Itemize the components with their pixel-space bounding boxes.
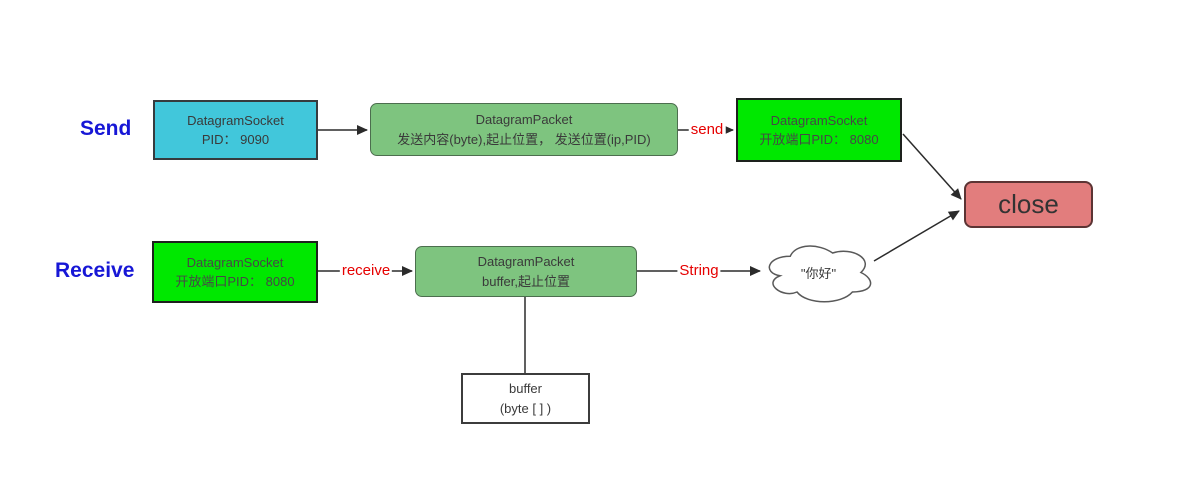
cloud-message-text: "你好"	[800, 266, 837, 281]
receive-row-label: Receive	[55, 259, 135, 282]
edge-label-receive: receive	[339, 261, 393, 280]
node-title: DatagramPacket	[475, 112, 573, 127]
edge-label-send: send	[688, 120, 726, 139]
node-datagramsocket-8080-receive: DatagramSocket 开放端口PID： 8080	[152, 241, 318, 303]
node-datagrampacket-receive: DatagramPacket buffer,起止位置	[415, 246, 637, 297]
node-datagrampacket-send: DatagramPacket 发送内容(byte),起止位置， 发送位置(ip,…	[370, 103, 678, 156]
node-title: buffer	[508, 381, 542, 396]
node-datagramsocket-9090: DatagramSocket PID： 9090	[153, 100, 318, 160]
node-subtitle: 发送内容(byte),起止位置， 发送位置(ip,PID)	[397, 131, 651, 147]
node-subtitle: 开放端口PID： 8080	[175, 274, 295, 289]
cloud-shape	[768, 245, 872, 303]
node-subtitle: PID： 9090	[201, 132, 270, 147]
node-title: DatagramSocket	[187, 112, 284, 128]
node-datagramsocket-8080-send: DatagramSocket 开放端口PID： 8080	[736, 98, 902, 162]
node-subtitle: buffer,起止位置	[482, 273, 570, 289]
node-subtitle: (byte [ ] )	[499, 400, 552, 416]
node-label: close	[998, 189, 1059, 219]
edge-socket8080-to-close	[902, 133, 962, 200]
node-title: DatagramPacket	[477, 254, 575, 269]
message-cloud: "你好"	[762, 240, 875, 305]
node-title: DatagramSocket	[186, 254, 284, 270]
node-subtitle: 开放端口PID： 8080	[759, 132, 879, 147]
node-title: DatagramSocket	[770, 112, 868, 128]
node-close: close	[964, 181, 1093, 228]
send-row-label: Send	[80, 117, 132, 140]
edge-label-string: String	[677, 261, 721, 280]
node-buffer: buffer (byte [ ] )	[461, 373, 590, 424]
edge-cloud-to-close	[873, 210, 960, 262]
